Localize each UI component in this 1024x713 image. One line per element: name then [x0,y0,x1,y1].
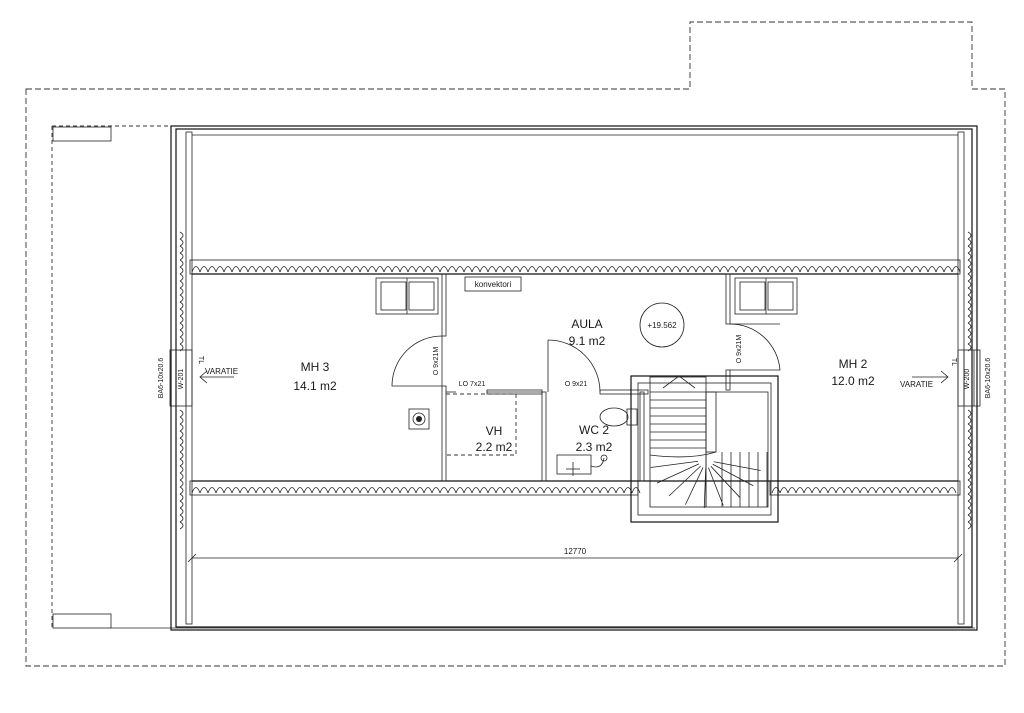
outer-wall [170,125,978,631]
room-area-aula: 9.1 m2 [569,334,606,348]
wardrobe-mh2 [734,277,798,315]
varatie-right-label: VARATIE [900,380,933,389]
closet-label: LO 7x21 [459,381,486,388]
stair-enclosure-outer [630,375,779,523]
room-name-mh2: MH 2 [839,357,868,371]
toilet-icon [599,407,638,427]
room-name-mh3: MH 3 [301,360,330,374]
window-left-code: BA6-10x20.6 [158,358,165,399]
door-mh3-label: O 9x21M [433,347,440,376]
window-right-code: BA6-10x20.6 [985,358,992,399]
tl-right-label: TL [950,358,957,366]
eave-left [51,125,172,628]
door-mh2 [729,323,781,371]
vent-icon [408,408,430,430]
tl-left-label: TL [197,356,204,364]
room-area-wc2: 2.3 m2 [576,440,613,454]
window-left [169,349,193,407]
window-right [957,349,981,407]
window-right-w: W-200 [964,369,971,390]
roof-outline [25,21,1006,667]
partition-mh2-west [725,273,731,325]
sink-icon [556,454,608,476]
stair-enclosure-inner [637,382,772,516]
insulation-band-top [189,259,961,275]
konvektori-box [464,276,522,292]
door-wc-label: O 9x21 [565,381,588,388]
partition-mh3-east [441,273,447,337]
level-marker [639,302,685,348]
insulation-band-sides [179,231,972,530]
eave-cap-bottom [52,613,112,629]
eave-cap-top [52,126,112,142]
partition-wc-east [639,391,645,482]
room-name-vh: VH [486,424,503,438]
stair [649,375,769,508]
window-left-w: W-201 [178,369,185,390]
level-label: +19.562 [647,321,677,330]
arrow-left-icon [199,370,234,384]
varatie-left-label: VARATIE [205,367,238,376]
wall-left-inner [185,131,193,625]
room-name-aula: AULA [571,317,602,331]
door-wc [547,339,601,393]
insulation-band-bottom [189,480,961,496]
wardrobe-mh3 [375,277,439,315]
door-mh2-label: O 9x21M [736,335,743,364]
dimension-line [187,553,963,563]
arrow-right-icon [912,370,949,384]
room-area-vh: 2.2 m2 [476,440,513,454]
vh-dashed-outline [446,393,517,456]
partition-mh2-west-lower [725,369,731,391]
partition-wc-west [541,391,547,482]
room-name-wc2: WC 2 [579,423,609,437]
door-mh3 [391,335,443,387]
room-area-mh2: 12.0 m2 [831,374,875,388]
dimension-label: 12770 [564,547,587,556]
room-area-mh3: 14.1 m2 [293,379,337,393]
partition-mh3-east-lower [441,385,447,482]
konvektori-label: konvektori [475,280,512,289]
